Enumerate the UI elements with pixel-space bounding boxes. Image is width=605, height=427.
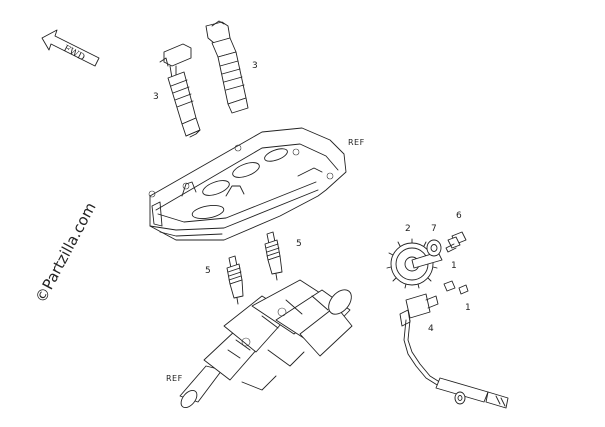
crank-position-sensor <box>399 293 509 409</box>
bolt <box>445 231 467 253</box>
callout-gear: 2 <box>405 224 411 234</box>
spark-plug-left <box>226 255 244 305</box>
ref-label-crank: REF <box>166 374 183 383</box>
callout-bolt-qty-a: 1 <box>451 261 457 271</box>
small-bolts <box>443 280 469 295</box>
ignition-coil-left <box>159 43 201 138</box>
callout-plug-right: 5 <box>296 239 302 249</box>
ignition-coil-right <box>205 20 249 114</box>
watermark: ©Partzilla.com <box>32 199 100 305</box>
valve-cover <box>148 127 347 241</box>
spark-plug-right <box>264 231 283 281</box>
callout-coil-right: 3 <box>252 61 258 71</box>
callout-bolt-qty-b: 1 <box>465 303 471 313</box>
callout-sensor: 4 <box>428 324 434 334</box>
washer <box>426 239 442 257</box>
callout-coil-left: 3 <box>153 92 159 102</box>
fwd-arrow: FWD <box>41 29 100 67</box>
callout-washer: 7 <box>431 224 437 234</box>
callout-plug-left: 5 <box>205 266 211 276</box>
ref-label-cover: REF <box>348 138 365 147</box>
callout-bolt: 6 <box>456 211 462 221</box>
crankshaft <box>179 279 353 409</box>
